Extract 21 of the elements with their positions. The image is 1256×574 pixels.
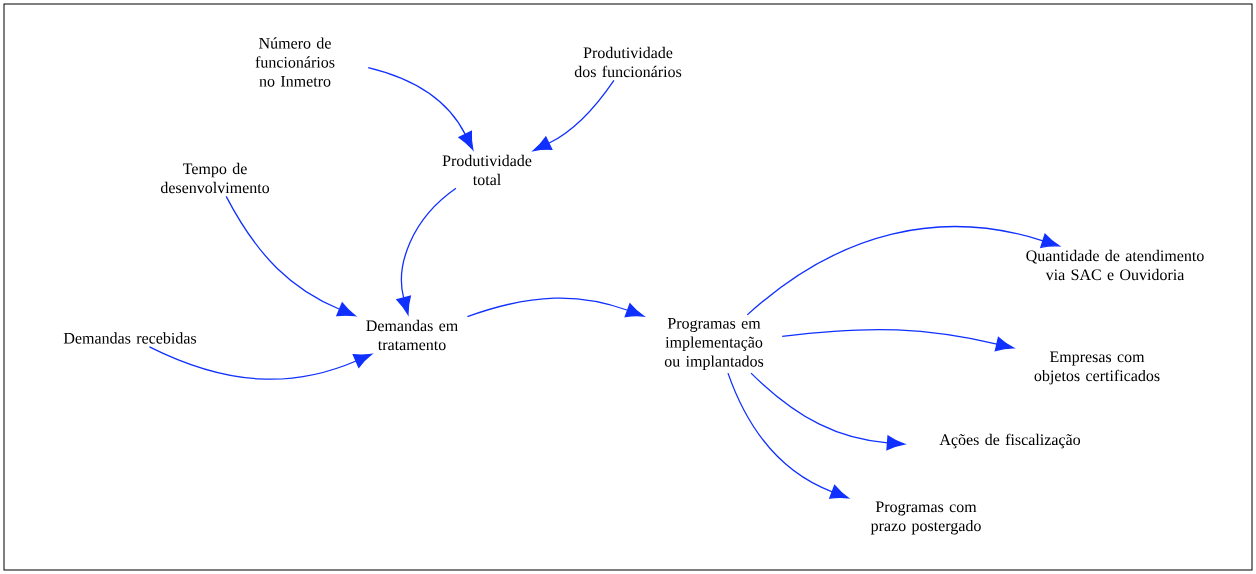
variable-label: Produtividade total <box>442 154 532 186</box>
arrow <box>746 226 1060 316</box>
variable-label: Número de funcionários no Inmetro <box>255 37 335 87</box>
variable-label: Ações de fiscalização <box>939 433 1081 449</box>
variable-label: Produtividade dos funcionários <box>574 46 682 78</box>
arrow <box>148 346 373 380</box>
arrow <box>781 328 1014 352</box>
arrow <box>750 372 905 451</box>
variable-label: Programas com prazo postergado <box>870 501 981 535</box>
arrow <box>533 79 615 152</box>
variable-label: Tempo de desenvolvimento <box>160 162 270 194</box>
arrow <box>396 187 457 315</box>
arrow <box>727 372 849 499</box>
arrow <box>466 297 645 318</box>
variable-label: Demandas recebidas <box>63 332 197 344</box>
variable-label: Empresas com objetos certificados <box>1034 351 1160 385</box>
arrow <box>225 195 356 317</box>
variable-label: Programas em implementação ou implantados <box>664 318 764 370</box>
variable-label: Demandas em tratamento <box>366 319 458 351</box>
arrow <box>367 66 474 151</box>
variable-label: Quantidade de atendimento via SAC e Ouvidoria <box>1026 249 1204 281</box>
